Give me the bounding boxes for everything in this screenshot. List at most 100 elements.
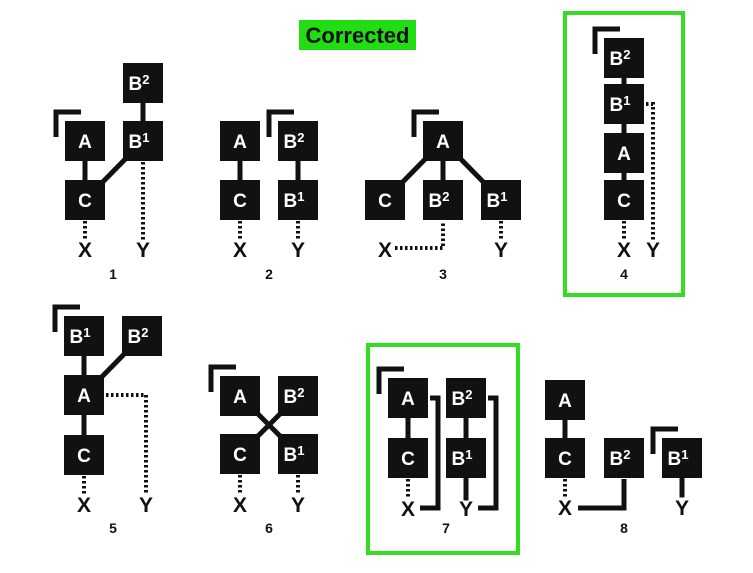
terminal-x: X bbox=[77, 494, 91, 517]
terminal-y: Y bbox=[139, 494, 153, 517]
panel-caption: 7 bbox=[442, 520, 450, 536]
node-b1: B1 bbox=[278, 180, 318, 220]
node-label: A bbox=[617, 144, 631, 165]
panel-caption: 3 bbox=[439, 266, 447, 282]
node-a: A bbox=[388, 378, 428, 418]
node-box bbox=[123, 121, 163, 161]
node-superscript: 1 bbox=[297, 443, 304, 458]
terminal-y: Y bbox=[291, 494, 305, 517]
node-box bbox=[220, 180, 260, 220]
node-b1: B1 bbox=[64, 316, 104, 356]
terminal-y: Y bbox=[675, 497, 689, 520]
node-c: C bbox=[365, 180, 405, 220]
node-box bbox=[220, 121, 260, 161]
node-box bbox=[123, 63, 163, 103]
node-c: C bbox=[388, 438, 428, 478]
node-b1: B1 bbox=[481, 180, 521, 220]
terminal-y: Y bbox=[494, 239, 508, 262]
terminal-y: Y bbox=[136, 239, 150, 262]
node-label: A bbox=[558, 391, 572, 412]
node-superscript: 1 bbox=[297, 189, 304, 204]
node-superscript: 1 bbox=[83, 325, 90, 340]
node-box bbox=[545, 380, 585, 420]
node-superscript: 1 bbox=[623, 93, 630, 108]
node-b1: B1 bbox=[446, 438, 486, 478]
terminal-y: Y bbox=[459, 498, 473, 521]
edge-path bbox=[420, 395, 441, 511]
node-label: A bbox=[233, 132, 247, 153]
panel-caption: 1 bbox=[109, 266, 117, 282]
node-superscript: 1 bbox=[681, 447, 688, 462]
corrected-badge: Corrected bbox=[299, 20, 416, 50]
node-superscript: 2 bbox=[142, 72, 149, 87]
node-b2: B2 bbox=[604, 438, 644, 478]
node-box bbox=[65, 121, 105, 161]
node-box bbox=[64, 435, 104, 475]
node-a: A bbox=[545, 380, 585, 420]
node-box bbox=[220, 434, 260, 474]
node-label: C bbox=[617, 191, 631, 212]
node-box bbox=[365, 180, 405, 220]
terminal-x: X bbox=[78, 239, 92, 262]
node-label: C bbox=[233, 445, 247, 466]
node-a: A bbox=[220, 121, 260, 161]
terminal-x: X bbox=[378, 239, 392, 262]
node-box bbox=[481, 180, 521, 220]
node-c: C bbox=[65, 180, 105, 220]
node-box bbox=[446, 438, 486, 478]
node-a: A bbox=[64, 375, 104, 415]
node-box bbox=[423, 121, 463, 161]
node-box bbox=[278, 180, 318, 220]
edge-path bbox=[478, 395, 499, 511]
node-box bbox=[604, 38, 644, 78]
node-box bbox=[278, 376, 318, 416]
dashed-edge bbox=[395, 221, 445, 250]
node-box bbox=[278, 434, 318, 474]
node-box bbox=[64, 375, 104, 415]
node-label: C bbox=[401, 449, 415, 470]
node-c: C bbox=[220, 434, 260, 474]
panel-caption: 5 bbox=[109, 520, 117, 536]
node-superscript: 1 bbox=[142, 130, 149, 145]
node-b2: B2 bbox=[123, 63, 163, 103]
node-label: A bbox=[77, 386, 91, 407]
node-c: C bbox=[64, 435, 104, 475]
node-box bbox=[604, 84, 644, 124]
self-loop bbox=[52, 304, 80, 332]
node-box bbox=[604, 180, 644, 220]
highlight-frame-panel-7 bbox=[366, 343, 520, 555]
node-label: A bbox=[401, 389, 415, 410]
node-superscript: 1 bbox=[500, 189, 507, 204]
node-b2: B2 bbox=[604, 38, 644, 78]
node-label: C bbox=[558, 449, 572, 470]
node-label: A bbox=[436, 132, 450, 153]
node-b2: B2 bbox=[122, 316, 162, 356]
self-loop bbox=[53, 109, 81, 137]
node-box bbox=[388, 438, 428, 478]
self-loop bbox=[592, 26, 620, 54]
node-b1: B1 bbox=[123, 121, 163, 161]
terminal-y: Y bbox=[646, 239, 660, 262]
node-c: C bbox=[545, 438, 585, 478]
node-box bbox=[278, 121, 318, 161]
self-loop bbox=[376, 366, 404, 394]
node-b2: B2 bbox=[278, 121, 318, 161]
node-a: A bbox=[65, 121, 105, 161]
node-label: C bbox=[78, 191, 92, 212]
node-b2: B2 bbox=[446, 378, 486, 418]
node-box bbox=[122, 316, 162, 356]
terminal-y: Y bbox=[291, 239, 305, 262]
node-b1: B1 bbox=[278, 434, 318, 474]
dashed-edge bbox=[646, 102, 655, 240]
node-superscript: 2 bbox=[297, 385, 304, 400]
edge-path bbox=[578, 479, 627, 511]
panel-caption: 2 bbox=[265, 266, 273, 282]
self-loop bbox=[411, 109, 439, 137]
node-label: C bbox=[77, 446, 91, 467]
node-box bbox=[604, 133, 644, 173]
node-box bbox=[662, 438, 702, 478]
node-box bbox=[65, 180, 105, 220]
node-label: A bbox=[233, 387, 247, 408]
